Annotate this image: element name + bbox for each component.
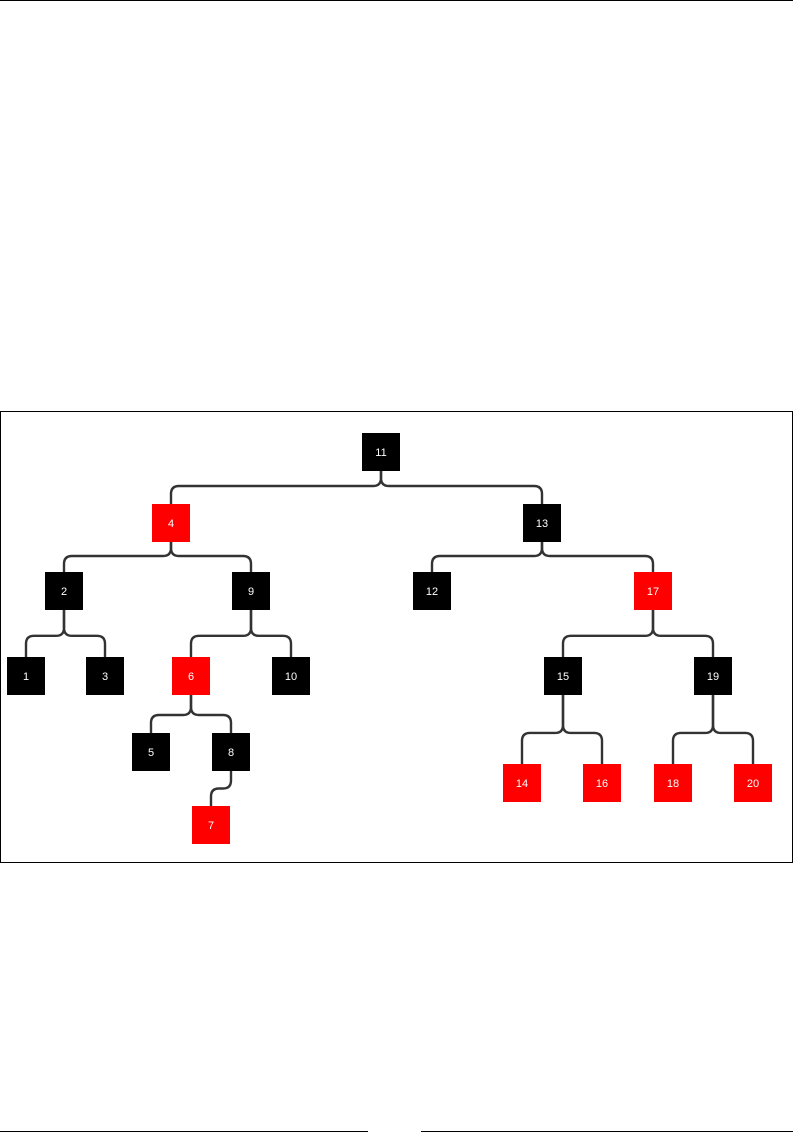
tree-node-10: 10 [272, 657, 310, 695]
tree-node-14: 14 [503, 764, 541, 802]
node-label-20: 20 [747, 778, 759, 790]
edge-15-16 [563, 695, 602, 764]
edge-9-6 [191, 610, 251, 657]
node-label-18: 18 [667, 778, 679, 790]
tree-node-8: 8 [212, 733, 250, 771]
node-label-7: 7 [208, 820, 214, 832]
edge-2-3 [64, 610, 105, 657]
tree-node-19: 19 [694, 657, 732, 695]
edge-11-13 [381, 471, 542, 504]
node-label-17: 17 [647, 586, 659, 598]
node-label-10: 10 [285, 671, 297, 683]
tree-node-1: 1 [7, 657, 45, 695]
tree-node-17: 17 [634, 572, 672, 610]
edge-2-1 [26, 610, 64, 657]
node-label-1: 1 [23, 671, 29, 683]
footer-rule-left [0, 1131, 368, 1132]
tree-node-4: 4 [152, 504, 190, 542]
node-label-13: 13 [536, 518, 548, 530]
tree-node-13: 13 [523, 504, 561, 542]
tree-node-18: 18 [654, 764, 692, 802]
footer-rule-right [421, 1131, 793, 1132]
edge-11-4 [171, 471, 381, 504]
edge-6-8 [191, 695, 231, 733]
node-label-14: 14 [516, 778, 528, 790]
tree-node-16: 16 [583, 764, 621, 802]
edge-19-20 [713, 695, 753, 764]
edge-4-9 [171, 542, 251, 572]
edge-13-17 [542, 542, 653, 572]
node-label-15: 15 [557, 671, 569, 683]
node-label-5: 5 [148, 747, 154, 759]
node-label-9: 9 [248, 586, 254, 598]
tree-node-20: 20 [734, 764, 772, 802]
node-label-4: 4 [168, 518, 174, 530]
tree-node-3: 3 [86, 657, 124, 695]
edge-9-10 [251, 610, 291, 657]
tree-node-6: 6 [172, 657, 210, 695]
tree-node-15: 15 [544, 657, 582, 695]
edge-17-19 [653, 610, 713, 657]
node-label-3: 3 [102, 671, 108, 683]
tree-node-7: 7 [192, 806, 230, 844]
edge-15-14 [522, 695, 563, 764]
node-label-8: 8 [228, 747, 234, 759]
node-label-11: 11 [375, 447, 386, 459]
node-label-19: 19 [707, 671, 719, 683]
node-label-2: 2 [61, 586, 67, 598]
tree-node-5: 5 [132, 733, 170, 771]
node-label-6: 6 [188, 671, 194, 683]
edge-8-7 [211, 771, 231, 806]
edge-19-18 [673, 695, 713, 764]
edge-4-2 [64, 542, 171, 572]
edge-6-5 [151, 695, 191, 733]
top-rule [0, 0, 793, 1]
edge-13-12 [432, 542, 542, 572]
node-label-12: 12 [426, 586, 438, 598]
tree-node-9: 9 [232, 572, 270, 610]
tree-node-2: 2 [45, 572, 83, 610]
tree-node-11: 11 [362, 433, 400, 471]
node-label-16: 16 [596, 778, 608, 790]
edge-17-15 [563, 610, 653, 657]
tree-node-12: 12 [413, 572, 451, 610]
